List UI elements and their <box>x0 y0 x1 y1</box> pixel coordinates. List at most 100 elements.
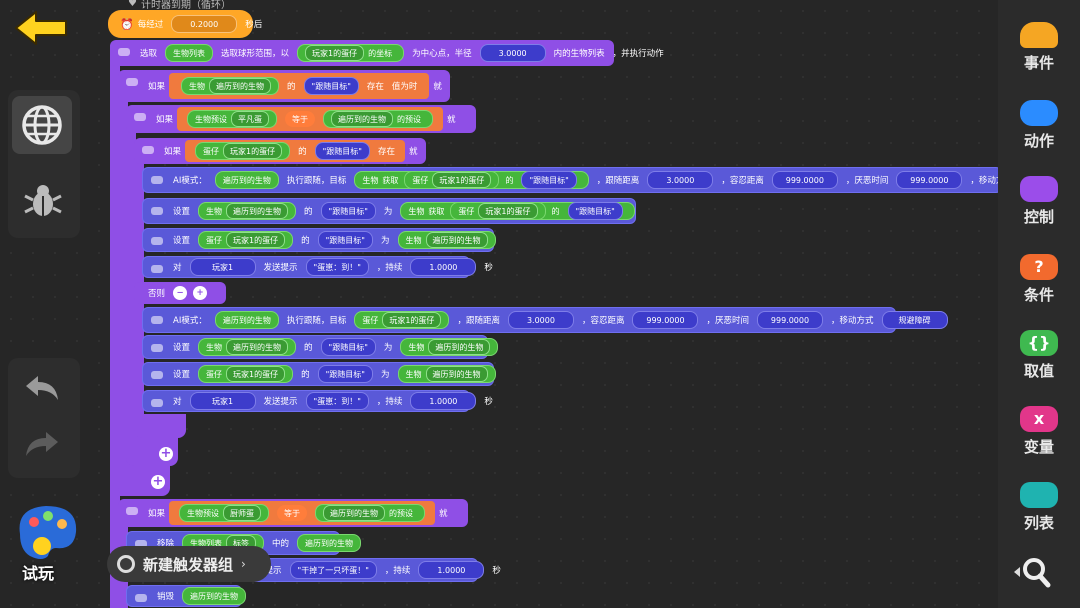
else-block[interactable]: 否则 − + <box>134 282 226 304</box>
egg-player-dropdown[interactable]: 玩家1的蛋仔 <box>223 143 283 159</box>
ai2-dist-input[interactable]: 3.0000 <box>507 311 574 329</box>
ai-egg-dropdown[interactable]: 玩家1的蛋仔 <box>432 172 492 188</box>
set2-follow-target[interactable]: "跟随目标" <box>317 231 373 249</box>
duration-input[interactable]: 1.0000 <box>410 258 477 276</box>
set3-val-dropdown[interactable]: 遍历到的生物 <box>428 339 491 355</box>
category-value-label: 取值 <box>1023 362 1054 380</box>
tip-text-input[interactable]: "蛋崽：到！" <box>305 258 369 276</box>
ai2-egg-dropdown[interactable]: 玩家1的蛋仔 <box>382 312 442 328</box>
category-event-label: 事件 <box>1023 54 1054 72</box>
duration2-input[interactable]: 1.0000 <box>410 392 477 410</box>
add-branch-icon-1[interactable]: + <box>159 446 173 461</box>
if-preset-equals-block[interactable]: 如果 生物预设平凡蛋 等于 遍历到的生物的预设 就 <box>126 105 476 133</box>
if-egg-follow-block[interactable]: 如果 蛋仔玩家1的蛋仔 的 "跟随目标" 存在 就 <box>134 138 426 164</box>
ai-follow-block-2[interactable]: AI模式： 遍历到的生物 执行跟随，目标 蛋仔玩家1的蛋仔 ，跟随距离 3.00… <box>142 307 948 333</box>
set-as-label: 为 <box>383 207 393 217</box>
add-branch-icon-2[interactable]: + <box>151 474 165 489</box>
set2-icon <box>151 237 163 245</box>
traversed-preset-dropdown[interactable]: 遍历到的生物 <box>331 111 394 127</box>
player1-2-input[interactable]: 玩家1 <box>189 392 256 410</box>
if-bad-egg-block[interactable]: 如果 生物预设厨师蛋 等于 遍历到的生物的预设 就 <box>118 499 468 527</box>
category-value[interactable]: {} 取值 <box>998 330 1080 400</box>
redo-icon[interactable] <box>22 428 62 464</box>
bad-egg-dropdown[interactable]: 厨师蛋 <box>223 505 262 521</box>
back-arrow-icon[interactable] <box>12 8 70 48</box>
set2-traversed-dropdown[interactable]: 遍历到的生物 <box>425 232 488 248</box>
weary-input[interactable]: 999.0000 <box>896 171 963 189</box>
follow-target-string[interactable]: "跟随目标" <box>303 77 359 95</box>
globe-icon[interactable] <box>12 96 72 154</box>
equals-operator[interactable]: 等于 <box>285 111 316 127</box>
condition-hex[interactable]: 生物遍历到的生物 的 "跟随目标" 存在 值为时 <box>169 73 430 99</box>
set4-traversed-dropdown[interactable]: 遍历到的生物 <box>425 366 488 382</box>
ai2-move-dropdown[interactable]: 规避障碍 <box>881 311 948 329</box>
try-play-button[interactable]: 试玩 <box>12 500 82 586</box>
ai-creature-cap[interactable]: 遍历到的生物 <box>214 171 279 189</box>
set-follow-target[interactable]: "跟随目标" <box>320 202 376 220</box>
if2-icon <box>134 113 146 121</box>
player1-input[interactable]: 玩家1 <box>189 258 256 276</box>
send-tip-block-2[interactable]: 对 玩家1 发送提示 "蛋崽：到！" ，持续 1.0000 秒 <box>142 390 493 412</box>
category-variable[interactable]: x 变量 <box>998 406 1080 476</box>
set2-egg-dropdown[interactable]: 玩家1的蛋仔 <box>226 232 286 248</box>
set3-follow-target[interactable]: "跟随目标" <box>320 338 376 356</box>
traversed-dropdown[interactable]: 遍历到的生物 <box>209 78 272 94</box>
set-creature-follow-block[interactable]: 设置 生物遍历到的生物 的 "跟随目标" 为 生物获取蛋仔玩家1的蛋仔的"跟随目… <box>142 198 636 224</box>
ai2-creature-cap[interactable]: 遍历到的生物 <box>214 311 279 329</box>
category-control[interactable]: 控制 <box>998 176 1080 246</box>
ai-follow-target[interactable]: "跟随目标" <box>521 171 577 189</box>
ai2-tol-input[interactable]: 999.0000 <box>632 311 699 329</box>
every-interval-block[interactable]: ⏰ 每经过 0.2000 秒后 <box>108 10 262 38</box>
set-egg-follow-block-2[interactable]: 设置 蛋仔玩家1的蛋仔 的 "跟随目标" 为 生物遍历到的生物 <box>142 362 496 386</box>
tolerance-input[interactable]: 999.0000 <box>771 171 838 189</box>
search-icon[interactable] <box>1012 552 1056 596</box>
duration3-input[interactable]: 1.0000 <box>418 561 485 579</box>
ai2-weary-input[interactable]: 999.0000 <box>756 311 823 329</box>
select-range-block[interactable]: 选取 生物列表 选取球形范围，以 玩家1的蛋仔的坐标 为中心点，半径 3.000… <box>110 40 664 66</box>
interval-input[interactable]: 0.2000 <box>171 15 238 33</box>
category-list[interactable]: 列表 <box>998 482 1080 552</box>
category-condition[interactable]: ? 条件 <box>998 254 1080 324</box>
player-egg-dropdown[interactable]: 玩家1的蛋仔 <box>305 45 365 61</box>
egg-condition-hex[interactable]: 蛋仔玩家1的蛋仔 的 "跟随目标" 存在 <box>185 140 405 162</box>
remove-else-icon[interactable]: − <box>173 286 188 300</box>
set3-traversed-dropdown[interactable]: 遍历到的生物 <box>226 339 289 355</box>
category-event[interactable]: 事件 <box>998 22 1080 92</box>
bug-icon[interactable] <box>22 180 64 222</box>
set-egg-follow-block[interactable]: 设置 蛋仔玩家1的蛋仔 的 "跟随目标" 为 生物遍历到的生物 <box>142 228 496 252</box>
flat-egg-dropdown[interactable]: 平凡蛋 <box>231 111 270 127</box>
destroy-block[interactable]: 销毁 遍历到的生物 <box>126 585 247 607</box>
add-else-icon[interactable]: + <box>193 286 208 300</box>
timer-header-label: 计时器到期（循环） <box>140 0 231 11</box>
tip-bad-input[interactable]: "干掉了一只坏蛋！" <box>289 561 377 579</box>
follow-target3-string[interactable]: "跟随目标" <box>314 142 370 160</box>
of3-label: 的 <box>298 147 307 157</box>
remove-creature-cap[interactable]: 遍历到的生物 <box>297 534 362 552</box>
bad-egg-hex[interactable]: 生物预设厨师蛋 等于 遍历到的生物的预设 <box>169 501 436 525</box>
set4-follow-target[interactable]: "跟随目标" <box>317 365 373 383</box>
equals2-operator[interactable]: 等于 <box>277 505 308 521</box>
duration-label: ，持续 <box>376 263 403 273</box>
follow-dist-input[interactable]: 3.0000 <box>647 171 714 189</box>
destroy-target-cap[interactable]: 遍历到的生物 <box>182 587 247 605</box>
set4-egg-dropdown[interactable]: 玩家1的蛋仔 <box>226 366 286 382</box>
set-follow-target2[interactable]: "跟随目标" <box>567 202 623 220</box>
set2-label: 设置 <box>173 236 191 246</box>
radius-input[interactable]: 3.0000 <box>479 44 546 62</box>
set-creature-follow-block-2[interactable]: 设置 生物遍历到的生物 的 "跟随目标" 为 生物遍历到的生物 <box>142 335 499 359</box>
creature-list-cap[interactable]: 生物列表 <box>165 44 214 62</box>
select-range-label: 选取球形范围，以 <box>221 49 290 59</box>
tip2-text-input[interactable]: "蛋崽：到！" <box>305 392 369 410</box>
traversed-preset2-dropdown[interactable]: 遍历到的生物 <box>323 505 386 521</box>
send-tip-block-1[interactable]: 对 玩家1 发送提示 "蛋崽：到！" ，持续 1.0000 秒 <box>142 256 493 278</box>
ai-follow-block-1[interactable]: AI模式： 遍历到的生物 执行跟随，目标 生物获取蛋仔玩家1的蛋仔的"跟随目标"… <box>142 167 1080 193</box>
set-egg-dropdown[interactable]: 玩家1的蛋仔 <box>478 203 538 219</box>
set4-icon <box>151 371 163 379</box>
equals-hex[interactable]: 生物预设平凡蛋 等于 遍历到的生物的预设 <box>177 107 444 131</box>
new-trigger-group-button[interactable]: 新建触发器组 › <box>107 546 271 582</box>
if-follow-target-block[interactable]: 如果 生物遍历到的生物 的 "跟随目标" 存在 值为时 就 <box>118 70 450 102</box>
undo-icon[interactable] <box>22 372 62 408</box>
set-traversed-dropdown[interactable]: 遍历到的生物 <box>226 203 289 219</box>
category-action[interactable]: 动作 <box>998 100 1080 170</box>
